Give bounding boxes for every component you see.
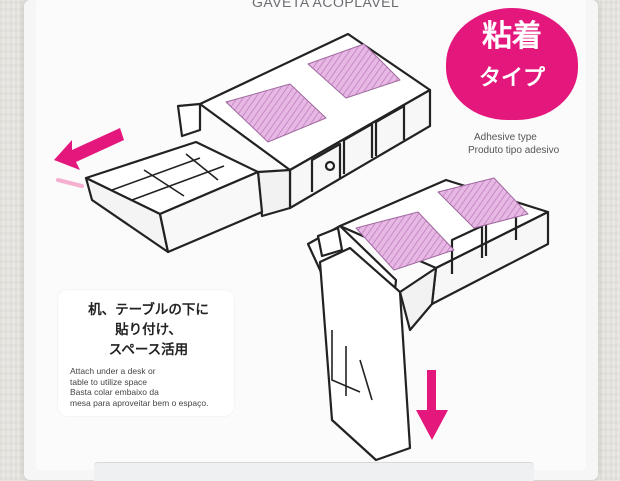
usage-note-jp-line: 机、テーブルの下に [88,302,209,318]
badge-katakana: タイプ [478,66,545,91]
drawer-front-panel [318,246,412,462]
adhesive-pad-2 [307,43,401,99]
adhesive-pad-3 [355,211,455,271]
usage-note-japanese: 机、テーブルの下に 貼り付け、 スペース活用 [66,300,231,360]
usage-note-pt-line: Basta colar embaixo da [70,387,159,397]
badge-kanji: 粘着 [482,19,542,54]
badge-portuguese-caption: Produto tipo adesivo [468,145,560,156]
product-title: GAVETA ACOPLAVEL [252,0,400,10]
usage-note-jp-line: 貼り付け、 [115,322,182,338]
badge-english-caption: Adhesive type [474,132,537,143]
horizontal-drawer-illustration [84,32,432,254]
usage-note-jp-line: スペース活用 [108,342,189,358]
adhesive-pad-4 [437,177,529,229]
vertical-drawer-illustration [306,177,550,462]
arrow-left-icon [54,128,124,188]
usage-note-en-line: table to utilize space [70,376,148,387]
usage-note-pt-line: mesa para aproveitar bem o espaço. [70,397,209,408]
usage-note-translations: Attach under a desk or table to utilize … [70,366,230,408]
arrow-down-icon [416,370,448,440]
adhesive-type-badge: 粘着 タイプ [446,8,578,120]
usage-note-en-line: Attach under a desk or [70,366,156,376]
usage-note-box: 机、テーブルの下に 貼り付け、 スペース活用 Attach under a de… [58,290,234,416]
package-bottom-edge [94,462,534,481]
adhesive-pad-1 [225,83,327,143]
